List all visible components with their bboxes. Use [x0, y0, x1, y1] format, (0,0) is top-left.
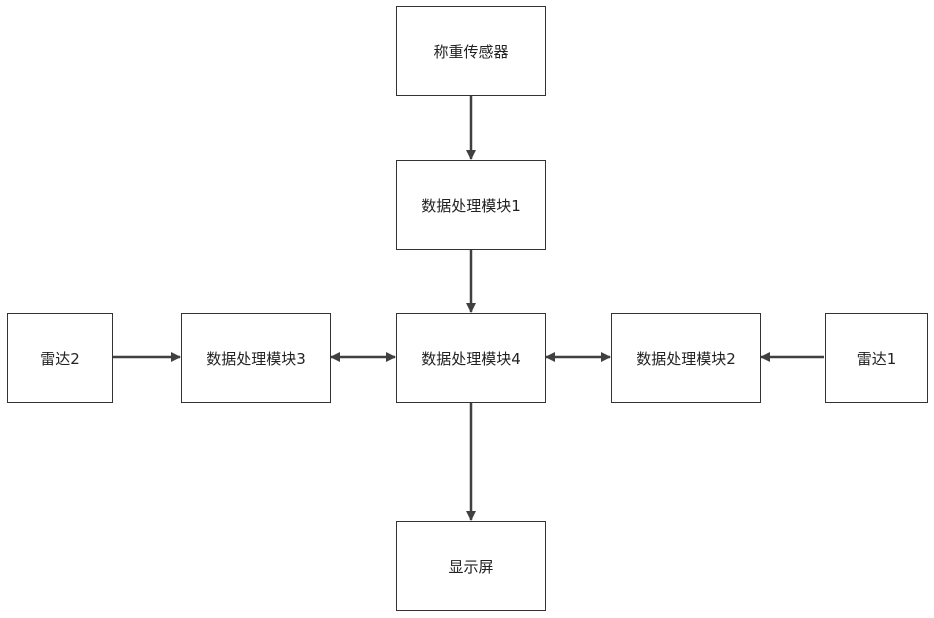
- data-module-3-box: 数据处理模块3: [181, 313, 331, 403]
- weigh-sensor-box: 称重传感器: [396, 6, 546, 96]
- display-box: 显示屏: [396, 521, 546, 611]
- data-module-2-box: 数据处理模块2: [611, 313, 761, 403]
- data-module-1-box: 数据处理模块1: [396, 160, 546, 250]
- data-module-4-box: 数据处理模块4: [396, 313, 546, 403]
- radar-1-box: 雷达1: [825, 313, 928, 403]
- radar-2-box: 雷达2: [7, 313, 113, 403]
